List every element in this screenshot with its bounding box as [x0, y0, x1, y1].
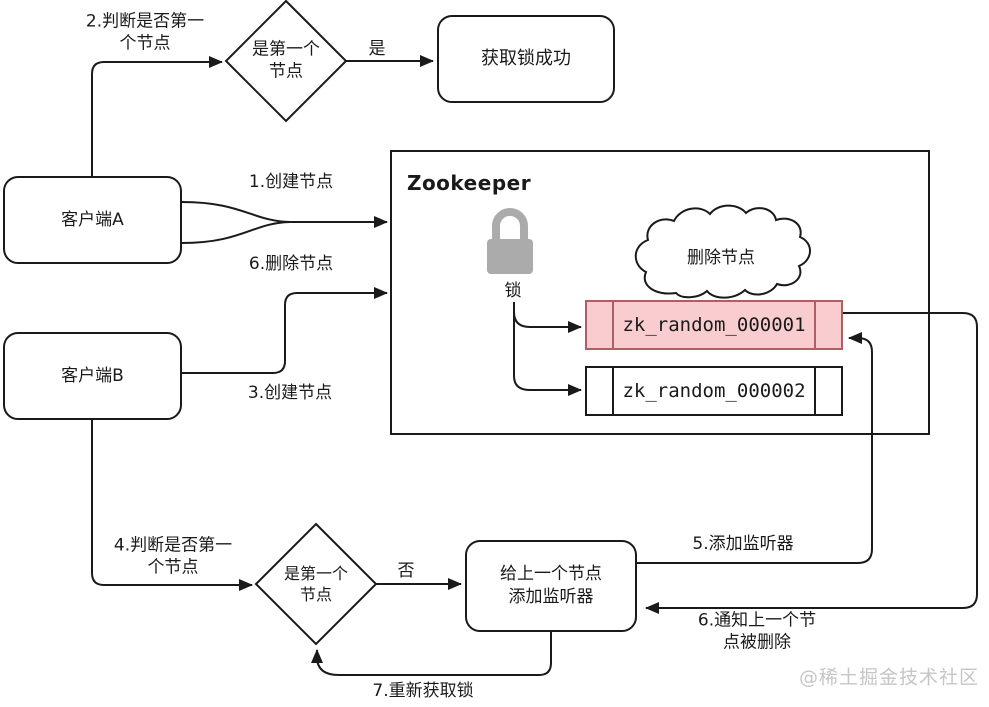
zookeeper-title: Zookeeper	[406, 171, 532, 195]
znode-2-left-divider	[612, 368, 614, 414]
zookeeper-container	[390, 150, 930, 435]
node-acquire-success: 获取锁成功	[437, 15, 615, 103]
label-step4: 4.判断是否第一 个节点	[113, 535, 233, 578]
label-step3: 3.创建节点	[247, 382, 333, 403]
edge-client-a-delete-curve	[181, 221, 291, 244]
watermark: @稀土掘金技术社区	[798, 666, 980, 689]
label-step6-notify: 6.通知上一个节 点被删除	[697, 610, 817, 653]
lock-icon	[487, 208, 533, 274]
label-yes: 是	[368, 38, 386, 59]
znode-2-label: zk_random_000002	[622, 380, 806, 402]
edge-znode1-notify-add-watcher	[645, 312, 978, 614]
node-add-watcher: 给上一个节点 添加监听器	[465, 540, 637, 632]
decision-top-shape	[224, 0, 348, 123]
decision-bottom-label: 是第一个 节点	[283, 563, 349, 604]
edge-client-a-to-decision-top	[91, 56, 223, 176]
cloud-label: 删除节点	[687, 247, 755, 268]
cloud-shape	[634, 204, 811, 299]
node-client-b: 客户端B	[3, 332, 182, 420]
label-step7: 7.重新获取锁	[372, 680, 474, 701]
edge-add-watcher-to-znode1	[637, 332, 873, 564]
znode-1-left-divider	[612, 302, 614, 348]
label-no: 否	[397, 560, 415, 581]
znode-1: zk_random_000001	[585, 300, 843, 350]
edge-lock-to-znode1	[513, 311, 582, 333]
edge-client-b-to-zookeeper	[182, 287, 388, 374]
label-step5: 5.添加监听器	[692, 533, 794, 554]
decision-top-label: 是第一个 节点	[252, 39, 320, 82]
lock-label: 锁	[504, 280, 522, 301]
label-step1: 1.创建节点	[248, 171, 334, 192]
znode-2: zk_random_000002	[585, 366, 843, 416]
edge-client-b-to-decision-bottom	[91, 420, 253, 591]
znode-1-right-divider	[814, 302, 816, 348]
edge-client-a-create-curve	[181, 201, 291, 223]
edge-lock-to-znode2	[513, 302, 582, 396]
edge-retry-to-decision-bottom	[311, 632, 552, 676]
decision-bottom-shape	[254, 522, 378, 646]
node-client-a: 客户端A	[3, 176, 182, 264]
label-step6-delete: 6.删除节点	[248, 253, 334, 274]
label-step2: 2.判断是否第一 个节点	[85, 11, 205, 54]
znode-1-label: zk_random_000001	[622, 314, 806, 336]
znode-2-right-divider	[814, 368, 816, 414]
